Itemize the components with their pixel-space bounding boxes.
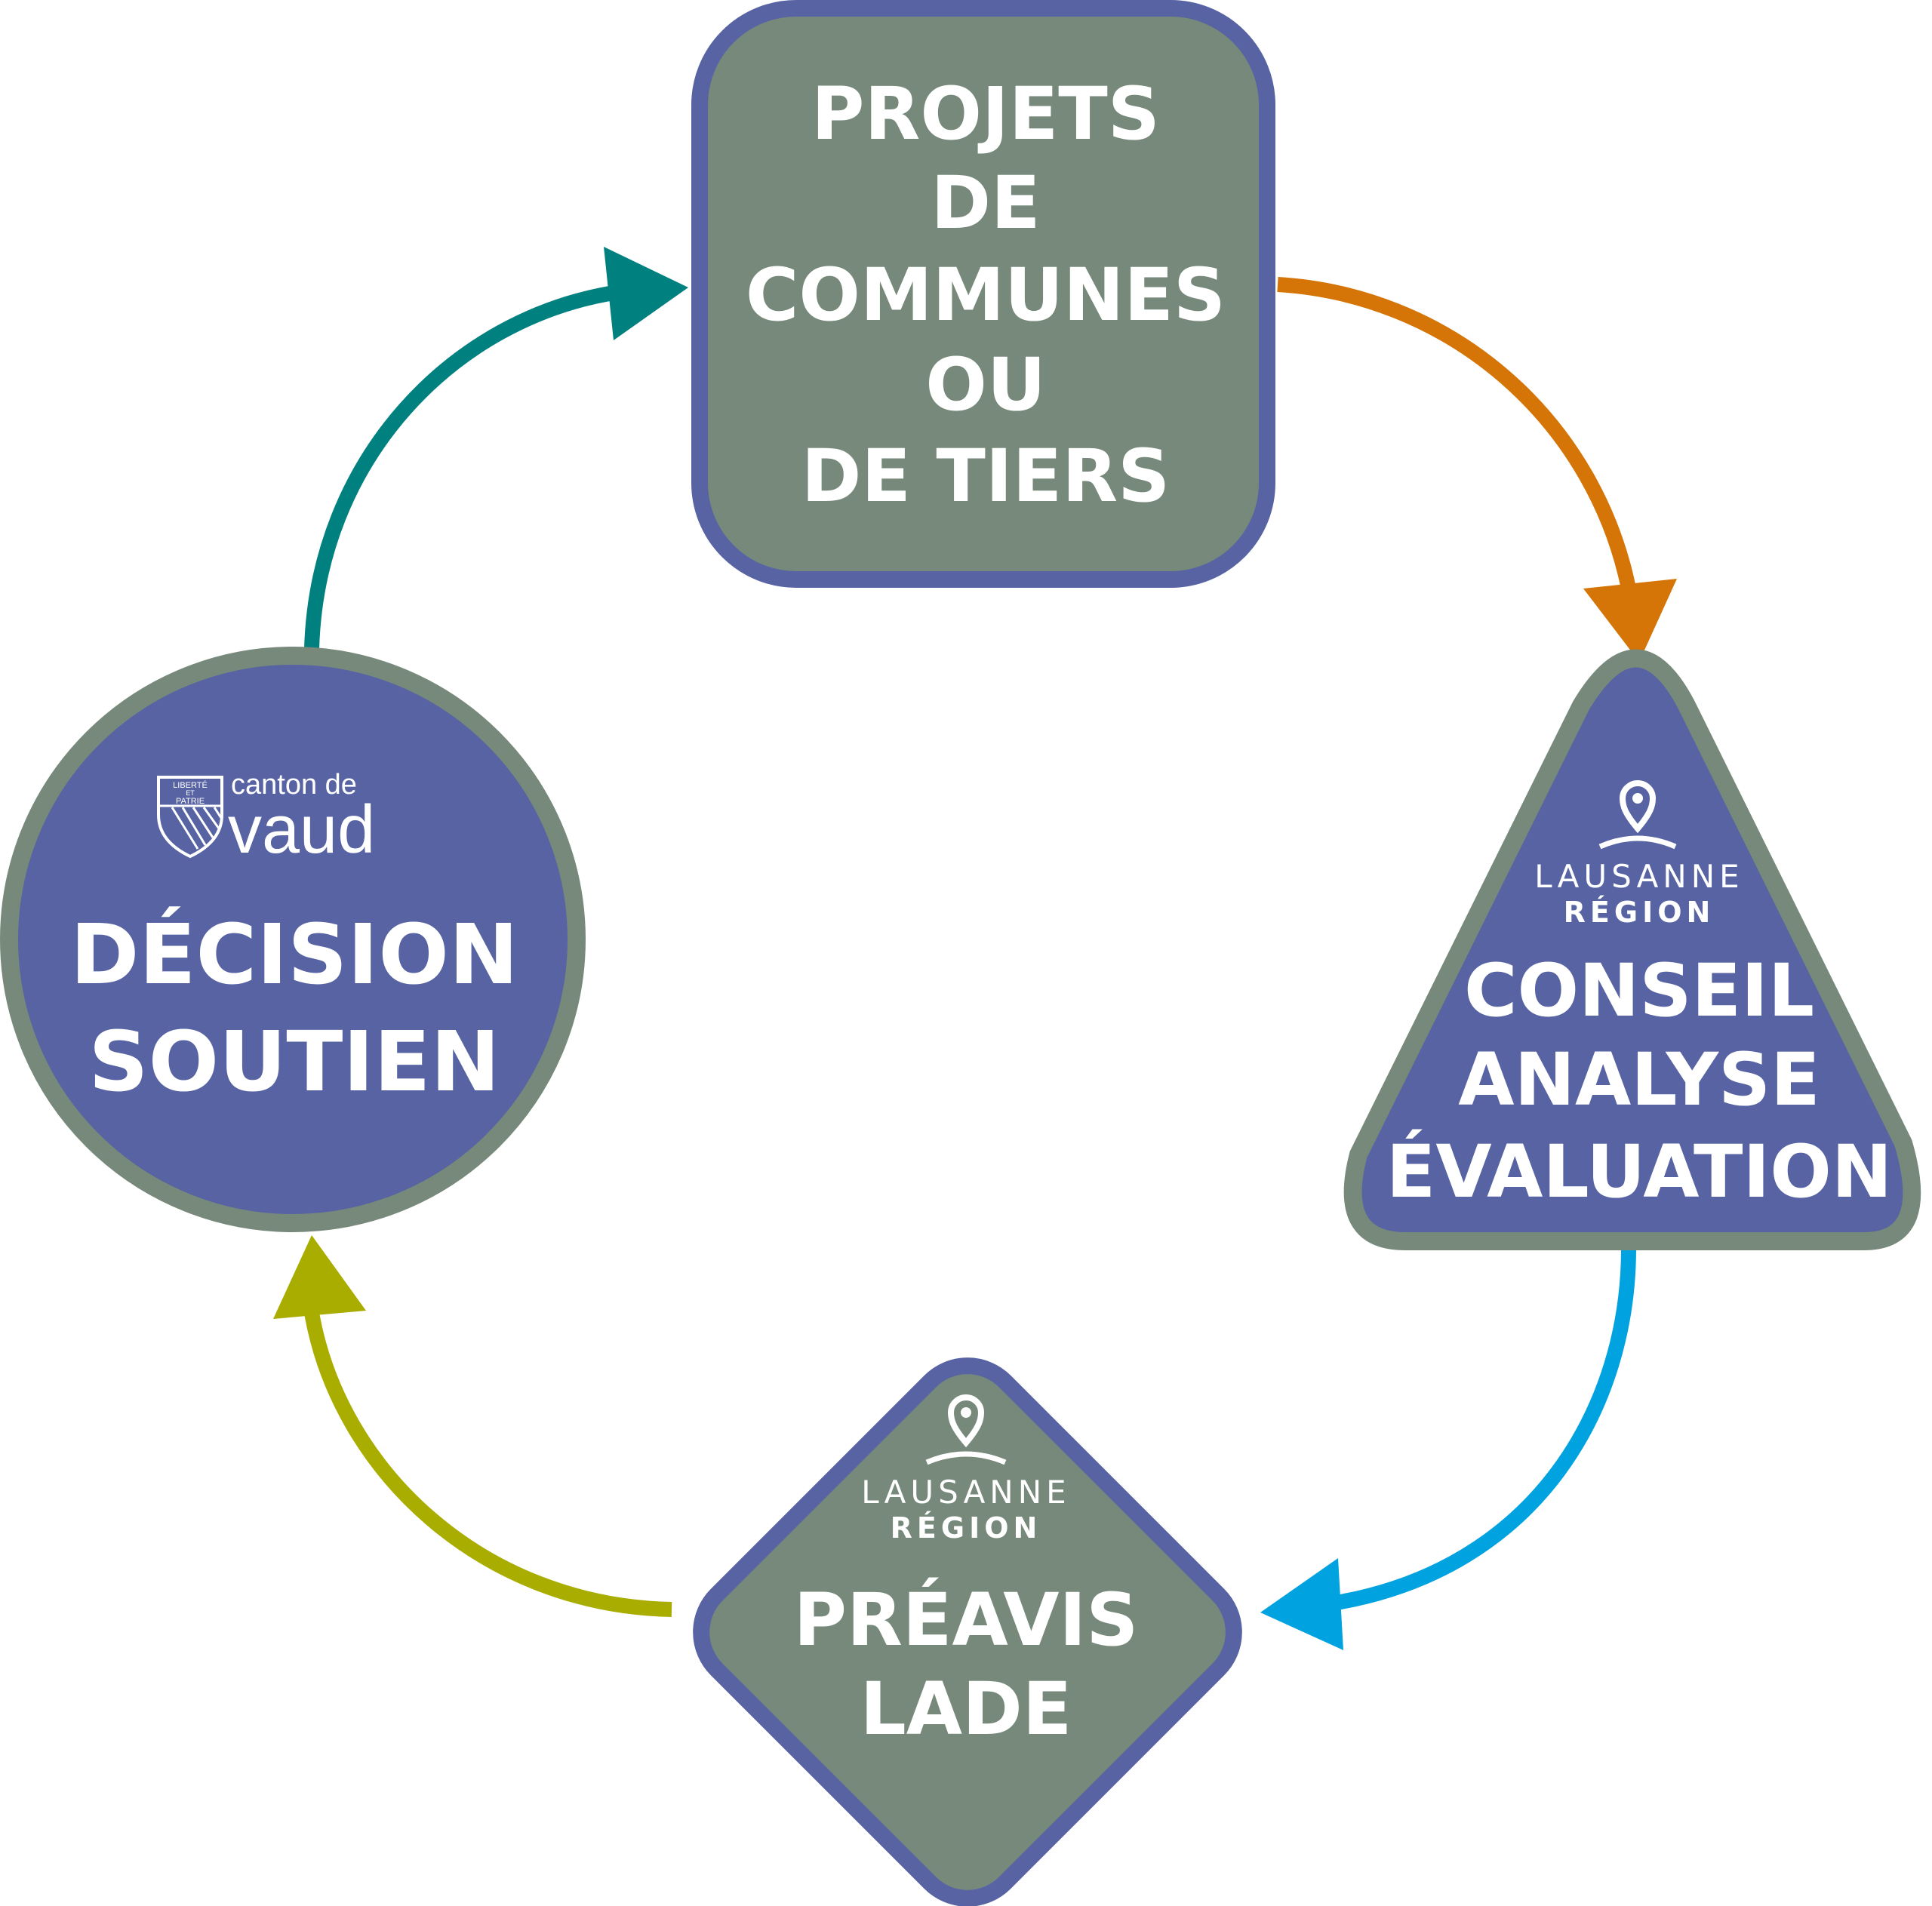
node-decision: LIBERTÉ ET PATRIE canton de vaud DÉCISIO…	[0, 647, 586, 1232]
arrow-conseil-to-preavis	[1260, 1248, 1636, 1650]
arrow-line	[304, 284, 620, 650]
arrow-preavis-to-decision	[273, 1235, 672, 1617]
arrow-projets-to-conseil	[1277, 277, 1677, 662]
node-preavis: LAUSANNE RÉGION PRÉAVIS LADE	[693, 1357, 1242, 1906]
shield-text-mid: ET	[186, 789, 195, 797]
node-projets-line-3: COMMUNES	[746, 253, 1226, 337]
vaud-shield-icon: LIBERTÉ ET PATRIE	[157, 776, 223, 859]
node-projets-line-2: DE	[931, 161, 1040, 245]
arrowhead	[604, 247, 688, 340]
shield-text-bottom: PATRIE	[176, 797, 205, 806]
node-conseil-line-2: ANALYSE	[1458, 1038, 1820, 1122]
location-pin-icon	[925, 1394, 1007, 1465]
node-conseil-line-3: ÉVALUATION	[1386, 1129, 1892, 1214]
node-decision-line-2: SOUTIEN	[88, 1013, 500, 1110]
arrow-decision-to-projets	[304, 247, 688, 650]
canton-de-text: canton de	[231, 769, 357, 801]
node-preavis-line-1: PRÉAVIS	[794, 1577, 1139, 1662]
node-preavis-shape	[693, 1357, 1242, 1906]
arrow-line	[304, 1311, 672, 1617]
shield-text-top: LIBERTÉ	[173, 780, 208, 790]
lausanne-region-logo: LAUSANNE RÉGION	[861, 1394, 1070, 1545]
node-decision-shape	[0, 647, 586, 1232]
node-conseil-shape	[1343, 649, 1921, 1250]
region-text: RÉGION	[1564, 896, 1715, 929]
node-projets-line-5: DE TIERS	[801, 434, 1171, 518]
canton-de-vaud-logo: LIBERTÉ ET PATRIE canton de vaud	[157, 769, 375, 868]
node-conseil: LAUSANNE RÉGION CONSEIL ANALYSE ÉVALUATI…	[1343, 649, 1921, 1250]
arrow-line	[1277, 277, 1636, 591]
node-projets: PROJETS DE COMMUNES OU DE TIERS	[691, 0, 1275, 588]
lausanne-text: LAUSANNE	[1534, 858, 1743, 895]
node-preavis-line-2: LADE	[860, 1667, 1072, 1751]
node-projets-shape	[691, 0, 1275, 588]
arrowhead	[273, 1235, 366, 1319]
node-projets-line-4: OU	[925, 343, 1046, 427]
node-projets-line-1: PROJETS	[811, 72, 1160, 156]
lausanne-region-logo: LAUSANNE RÉGION	[1534, 780, 1743, 929]
region-text: RÉGION	[891, 1511, 1042, 1545]
node-conseil-line-1: CONSEIL	[1464, 948, 1814, 1033]
arrowhead	[1583, 579, 1677, 662]
lausanne-text: LAUSANNE	[861, 1474, 1070, 1511]
location-pin-icon	[1598, 780, 1677, 850]
arrowhead	[1260, 1558, 1343, 1650]
node-decision-line-1: DÉCISION	[70, 905, 518, 1003]
vaud-text: vaud	[228, 792, 375, 868]
arrow-line	[1331, 1248, 1636, 1611]
